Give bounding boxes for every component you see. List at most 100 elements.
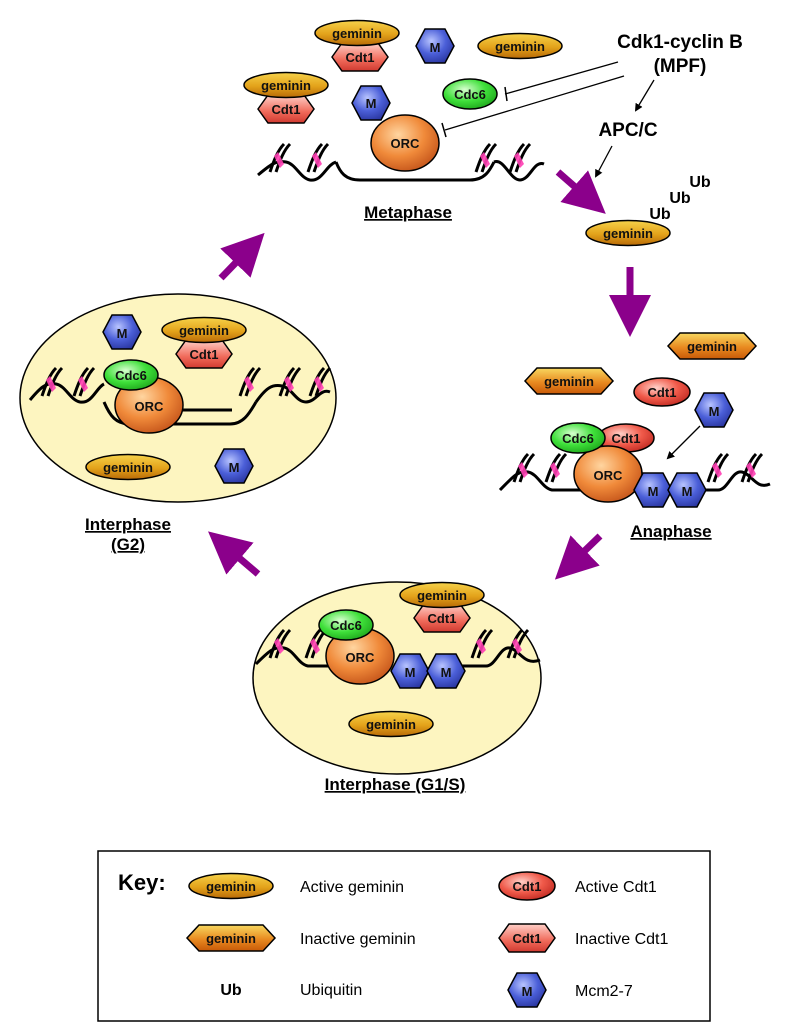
key-legend: Key: geminin Active geminin geminin Inac… [97,850,711,1022]
orc-complex: ORC [114,376,184,434]
cycle-arrow [555,169,606,214]
cdc6-protein: Cdc6 [103,359,159,391]
inhibition-line [504,61,619,95]
dna-strand [254,628,541,668]
dna-strand [257,142,545,182]
ub-label: Ub [689,174,711,191]
cdt1-label: Cdt1 [272,102,301,117]
cdc6-protein: Cdc6 [442,78,498,110]
cdt1-active: Cdt1 [633,377,691,407]
key-item-ubiquitin: Ub Ubiquitin [220,982,362,999]
key-label: Active geminin [300,879,404,896]
geminin-cdt1-complex: Cdt1 geminin [399,581,485,633]
key-item-active-cdt1: Cdt1 Active Cdt1 [498,871,657,901]
geminin-inactive: geminin geminin [524,332,757,395]
ub-label: Ub [669,190,691,207]
geminin-label: geminin [179,323,229,338]
inhibition-bar [441,122,447,138]
cycle-arrow [554,533,603,580]
cycle-arrow [208,531,261,577]
cdc6-label: Cdc6 [330,618,362,633]
dna-strand [498,452,771,492]
orc-label: ORC [594,468,624,483]
geminin-label: geminin [544,374,594,389]
pre-rc-anaphase: Cdt1 ORC Cdc6 M M [550,422,707,508]
loading-arrow [666,425,701,460]
geminin-label: geminin [332,26,382,41]
cycle-arrow [218,232,265,281]
geminin-label: geminin [366,717,416,732]
cdt1-label: Cdt1 [428,611,457,626]
mcm-free: M [666,392,734,460]
geminin-label: geminin [417,588,467,603]
geminin-label: geminin [103,460,153,475]
mpf-label: (MPF) [654,56,707,77]
cdt1-label: Cdt1 [648,385,677,400]
orc-label: ORC [391,136,421,151]
cdc6-label: Cdc6 [562,431,594,446]
regulators: Cdk1-cyclin B (MPF) APC/C [441,32,743,178]
geminin-label: geminin [261,78,311,93]
key-item-mcm: M Mcm2-7 [507,972,633,1008]
key-label: Inactive Cdt1 [575,931,668,948]
activation-arrow [595,145,613,178]
geminin-label: geminin [495,39,545,54]
ubiquitinated-geminin: geminin Ub Ub Ub [585,174,711,247]
orc-label: ORC [346,650,376,665]
cdk1-cyclin-b-label: Cdk1-cyclin B [617,32,743,53]
phase-label-g1s: Interphase (G1/S) [325,775,466,794]
key-label: Ubiquitin [300,982,362,999]
mcm-complex: M M [351,28,455,121]
cdc6-label: Cdc6 [115,368,147,383]
metaphase-panel: ORC Cdc6 M M Cdt1 geminin Cdt1 geminin g… [243,19,563,222]
cdt1-label: Cdt1 [513,879,542,894]
mcm-label: M [648,484,659,499]
ub-label: Ub [649,206,671,223]
key-item-inactive-geminin: geminin Inactive geminin [186,924,416,952]
phase-label-anaphase: Anaphase [630,522,711,541]
key-item-inactive-cdt1: Cdt1 Inactive Cdt1 [498,923,668,953]
geminin-label: geminin [206,879,256,894]
cycle-arrows [208,169,651,580]
cdc6-label: Cdc6 [454,87,486,102]
mcm-label: M [229,460,240,475]
mcm-label: M [682,484,693,499]
geminin-active: geminin [477,32,563,60]
orc-complex: ORC [370,114,440,172]
geminin-active: geminin [85,453,171,481]
mcm-free: M [214,448,254,484]
geminin-label: geminin [603,226,653,241]
geminin-label: geminin [687,339,737,354]
mcm-label: M [522,984,533,999]
mcm-label: M [405,665,416,680]
mcm-label: M [709,404,720,419]
cdt1-label: Cdt1 [190,347,219,362]
geminin-label: geminin [206,931,256,946]
activation-arrow [634,79,655,112]
geminin-active: geminin [348,710,434,738]
mcm-label: M [117,326,128,341]
interphase-g2-panel: M Cdt1 geminin ORC Cdc6 [19,293,337,554]
key-title: Key: [118,870,166,895]
anaphase-panel: geminin geminin Cdt1 M Cdt1 ORC C [498,332,771,541]
phase-label-g2-line1: Interphase [85,515,171,534]
geminin-cdt1-complex: Cdt1 geminin [161,316,247,369]
interphase-g1s-panel: Cdt1 geminin ORC Cdc6 M M geminin Interp… [252,581,542,794]
apc-c-label: APC/C [598,120,657,141]
phase-label-g2-line2: (G2) [111,535,145,554]
phase-label-metaphase: Metaphase [364,203,452,222]
inhibition-line [444,75,625,131]
key-label: Inactive geminin [300,931,416,948]
ub-label: Ub [220,982,242,999]
key-item-active-geminin: geminin Active geminin [188,872,404,900]
mcm-label: M [441,665,452,680]
mcm-label: M [366,96,377,111]
geminin-cdt1-complex: Cdt1 geminin [314,19,400,72]
cdt1-label: Cdt1 [612,431,641,446]
key-label: Mcm2-7 [575,983,633,1000]
mcm-free: M [102,314,142,350]
mcm-label: M [430,40,441,55]
cdt1-label: Cdt1 [346,50,375,65]
